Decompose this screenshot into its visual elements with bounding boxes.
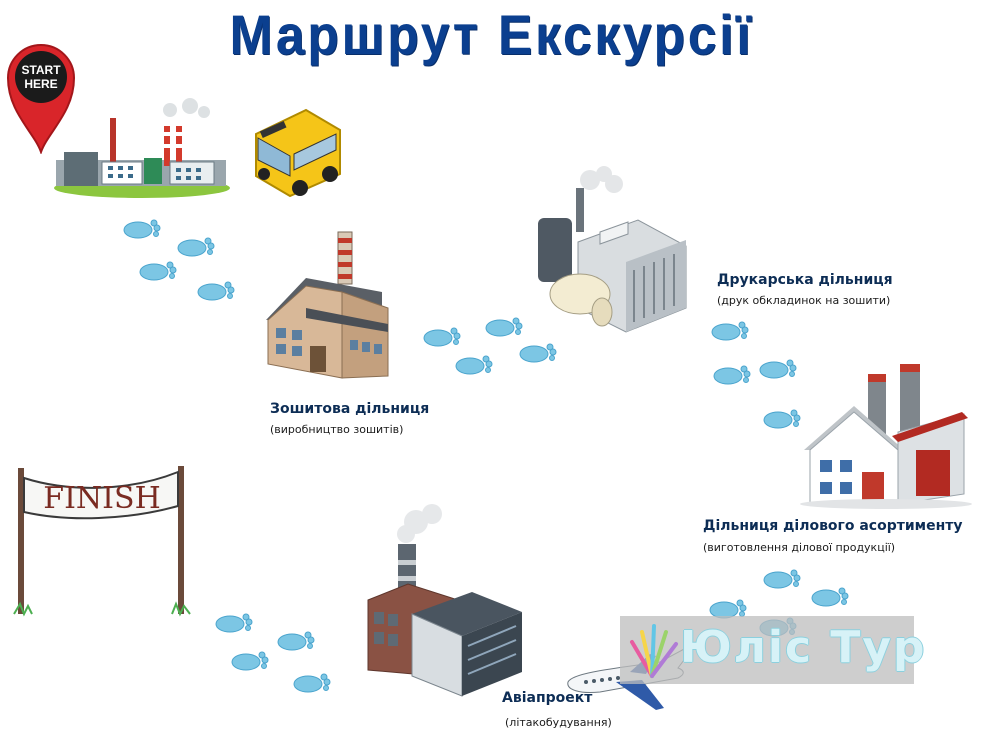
station-note-printing: (друк обкладинок на зошити) bbox=[717, 294, 891, 307]
finish-banner-icon: FINISH bbox=[8, 464, 198, 620]
footprints-icon bbox=[414, 306, 564, 386]
finish-text: FINISH bbox=[43, 481, 160, 516]
office-factory-icon bbox=[796, 354, 972, 510]
watermark-badge: Юліс Тур bbox=[620, 616, 925, 684]
factory-skyline-icon bbox=[52, 96, 230, 200]
station-note-notebook: (виробництво зошитів) bbox=[270, 423, 404, 436]
station-name-printing: Друкарська дільниця bbox=[717, 272, 893, 288]
watermark-text: Юліс Тур bbox=[680, 622, 927, 673]
printing-plant-icon bbox=[528, 162, 688, 338]
station-name-aviation: Авіапроект bbox=[502, 690, 593, 706]
start-pin-icon: START HERE bbox=[4, 40, 78, 154]
station-name-notebook: Зошитова дільниця bbox=[270, 401, 430, 417]
footprints-icon bbox=[112, 214, 242, 310]
footprints-icon bbox=[704, 314, 804, 438]
sunburst-icon bbox=[630, 624, 678, 678]
school-bus-icon bbox=[246, 104, 346, 198]
footprints-icon bbox=[204, 604, 344, 704]
page-title: Маршрут Екскурсії bbox=[229, 3, 754, 66]
start-text-2: HERE bbox=[24, 77, 57, 91]
start-text-1: START bbox=[21, 63, 61, 77]
aviation-plant-icon bbox=[362, 500, 526, 700]
station-note-office: (виготовлення ділової продукції) bbox=[703, 541, 896, 554]
station-note-aviation: (літакобудування) bbox=[505, 716, 612, 729]
station-name-office: Дільниця ділового асортименту bbox=[703, 518, 963, 534]
notebook-factory-icon bbox=[262, 228, 396, 388]
